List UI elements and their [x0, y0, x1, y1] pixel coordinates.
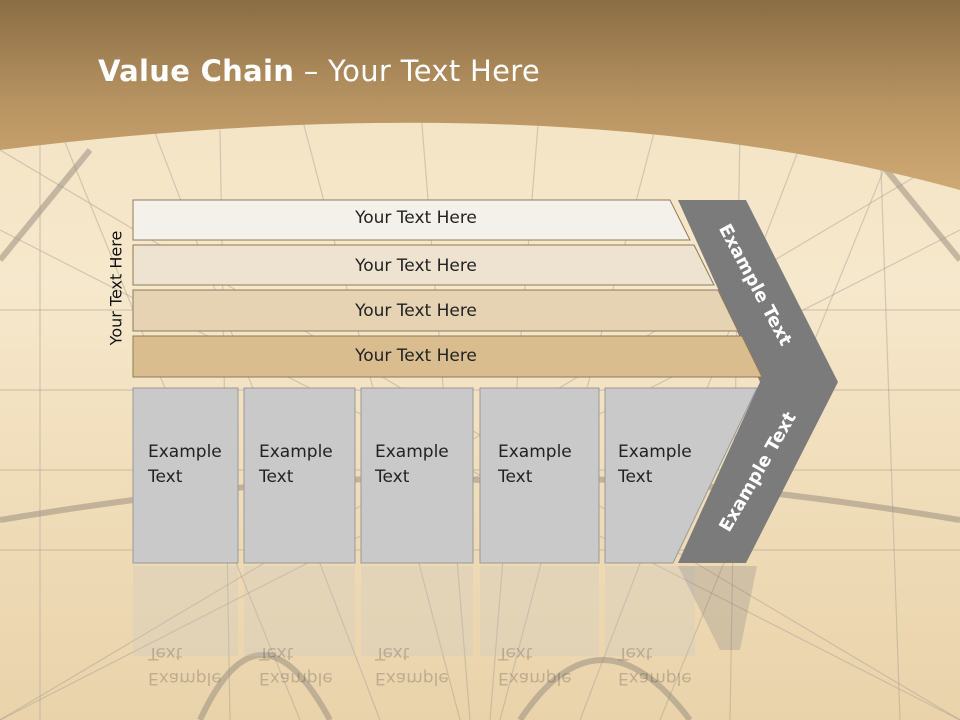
page-title: Value Chain – Your Text Here — [98, 54, 540, 88]
title-bold: Value Chain — [98, 54, 295, 88]
activity-row — [132, 335, 763, 378]
box-text: Example Text — [375, 442, 449, 487]
box-reflection — [133, 566, 238, 656]
row-label: Your Text Here — [355, 301, 477, 321]
box-reflection — [361, 566, 473, 656]
header-band — [0, 0, 960, 190]
row-label: Your Text Here — [355, 208, 477, 228]
activity-row — [132, 199, 691, 241]
box-text: Example Text — [148, 442, 222, 487]
box-text-reflection: Example Text — [148, 643, 222, 688]
box-reflection — [605, 566, 695, 656]
activity-box — [604, 387, 758, 564]
row-label: Your Text Here — [355, 256, 477, 276]
activity-box — [360, 387, 474, 564]
activity-row — [132, 289, 739, 332]
title-rest: – Your Text Here — [294, 54, 540, 88]
box-text-reflection: Example Text — [375, 643, 449, 688]
box-text-reflection: Example Text — [498, 643, 572, 688]
activity-row — [132, 244, 715, 286]
row-label: Your Text Here — [355, 346, 477, 366]
box-reflection — [480, 566, 599, 656]
activity-box — [243, 387, 356, 564]
box-text: Example Text — [259, 442, 333, 487]
box-text-reflection: Example Text — [618, 643, 692, 688]
activity-box — [132, 387, 239, 564]
box-text: Example Text — [618, 442, 692, 487]
activity-box — [479, 387, 600, 564]
box-reflection — [244, 566, 355, 656]
chevron-reflection — [678, 566, 757, 650]
chevron-arrow — [678, 200, 838, 563]
box-text-reflection: Example Text — [259, 643, 333, 688]
box-text: Example Text — [498, 442, 572, 487]
